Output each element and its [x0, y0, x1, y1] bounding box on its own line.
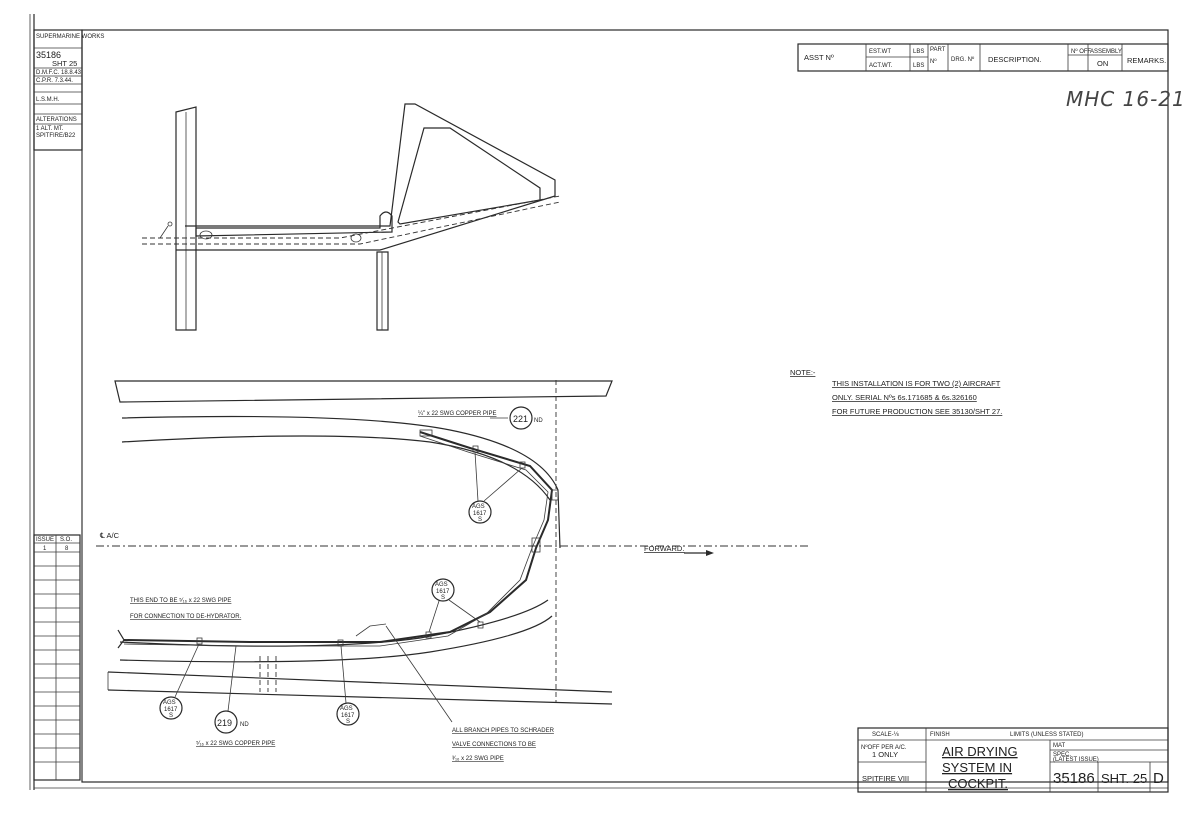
lower-side-view: ℄ A/C FORWARD. ¼" x 22 SWG COPPER PIPE 2…: [96, 380, 810, 762]
title-issue-letter: D: [1153, 770, 1164, 787]
header-drg-no: DRG. Nº: [951, 56, 975, 63]
ags-d-number: 1617: [341, 713, 355, 719]
title-line-2: SYSTEM IN: [942, 760, 1012, 775]
note-line-3: FOR FUTURE PRODUCTION SEE 35130/SHT 27.: [832, 407, 1002, 416]
forward-arrow-icon: [706, 550, 714, 556]
issue-table: ISSUE S.O. 1 8: [33, 534, 81, 781]
note-line-1: THIS INSTALLATION IS FOR TWO (2) AIRCRAF…: [832, 379, 1001, 388]
nd-top-label: ND: [534, 418, 543, 424]
margin-alterations: ALTERATIONS: [36, 117, 77, 123]
title-mat: MAT: [1053, 743, 1066, 749]
header-act-wt: ACT.WT.: [869, 63, 893, 69]
margin-line-b: C.P.R. 7.3.44.: [36, 78, 73, 84]
copper-pipe-bottom-label: ⁵⁄₁₆ x 22 SWG COPPER PIPE: [196, 740, 275, 747]
margin-sheet: SHT 25: [52, 59, 77, 68]
title-limits: LIMITS (UNLESS STATED): [1010, 732, 1083, 738]
ags-b-suffix: S: [441, 595, 445, 601]
title-scale: SCALE-⅛: [872, 732, 900, 738]
header-remarks: REMARKS.: [1127, 56, 1166, 65]
forward-label: FORWARD.: [644, 544, 684, 553]
title-sheet: SHT. 25: [1101, 771, 1147, 786]
ags-a-number: 1617: [473, 511, 487, 517]
title-spec-issue: (LATEST ISSUE): [1053, 757, 1099, 763]
note-line-2: ONLY. SERIAL Nºs 6s.171685 & 6s.326160: [832, 393, 977, 402]
margin-alt-note-a: 1 ALT. MT.: [36, 126, 64, 132]
ags-c-label: AGS: [163, 700, 176, 706]
header-part: PART: [930, 47, 946, 53]
note-block: NOTE:- THIS INSTALLATION IS FOR TWO (2) …: [790, 368, 1002, 416]
margin-alt-note-b: SPITFIRE/B22: [36, 133, 76, 139]
header-assembly: ASSEMBLY: [1090, 49, 1122, 55]
header-est-wt: EST.WT: [869, 49, 891, 55]
issue-column: S.O.: [60, 537, 72, 543]
header-asst-no: ASST Nº: [804, 53, 834, 62]
title-line-3: COCKPIT.: [948, 776, 1008, 791]
ags-d-suffix: S: [346, 719, 350, 725]
margin-maker: SUPERMARINE WORKS: [36, 34, 104, 40]
ags-c-number: 1617: [164, 707, 178, 713]
handwritten-reference: MHC 16-21: [1066, 87, 1186, 111]
issue-label: ISSUE: [36, 537, 54, 543]
title-drawing-no: 35186: [1053, 770, 1095, 787]
issue-number: 1: [43, 546, 47, 552]
upper-plan-view: [142, 103, 561, 331]
margin-initials: L.S.M.H.: [36, 97, 60, 103]
header-no-off: Nº OFF: [1071, 48, 1092, 55]
centre-line-label: ℄ A/C: [99, 531, 120, 540]
ags-c-suffix: S: [169, 713, 173, 719]
issue-value: 8: [65, 546, 69, 552]
item-221-balloon: 221: [513, 414, 528, 424]
this-end-line-1: THIS END TO BE ⁵⁄₁₆ x 22 SWG PIPE: [130, 597, 231, 604]
ags-a-label: AGS: [472, 504, 485, 510]
header-lbs-2: LBS: [913, 63, 924, 69]
title-line-1: AIR DRYING: [942, 744, 1018, 759]
ags-b-label: AGS: [435, 582, 448, 588]
copper-pipe-top-label: ¼" x 22 SWG COPPER PIPE: [418, 411, 497, 417]
title-block: SCALE-⅛ FINISH LIMITS (UNLESS STATED) Nº…: [857, 727, 1169, 793]
ags-d-label: AGS: [340, 706, 353, 712]
margin-drawing-no: 35186: [36, 50, 61, 60]
header-lbs: LBS: [913, 49, 924, 55]
header-description: DESCRIPTION.: [988, 55, 1041, 64]
branch-note-line-2: VALVE CONNECTIONS TO BE: [452, 742, 536, 748]
title-aircraft: SPITFIRE VIII: [862, 774, 909, 783]
item-219-balloon: 219: [217, 718, 232, 728]
ags-b-number: 1617: [436, 589, 450, 595]
title-no-off-per: NºOFF PER A/C.: [861, 744, 907, 751]
header-assembly-on: ON: [1097, 59, 1108, 68]
branch-note-line-3: ³⁄₁₆ x 22 SWG PIPE: [452, 756, 504, 762]
parts-header: ASST Nº EST.WT ACT.WT. LBS LBS PART Nº D…: [797, 43, 1169, 72]
ags-a-suffix: S: [478, 517, 482, 523]
title-one-only: 1 ONLY: [872, 750, 898, 759]
nd-bottom-label: ND: [240, 722, 249, 728]
margin-line-a: D.M.F.C. 18.8.43: [36, 70, 82, 76]
branch-note-line-1: ALL BRANCH PIPES TO SCHRADER: [452, 728, 555, 734]
title-finish: FINISH: [930, 732, 950, 738]
title-spec: SPEC.: [1053, 752, 1071, 758]
saddle-clips: [196, 445, 526, 647]
margin-block: SUPERMARINE WORKS 35186 SHT 25 D.M.F.C. …: [33, 29, 104, 780]
note-label: NOTE:-: [790, 368, 816, 377]
this-end-line-2: FOR CONNECTION TO DE-HYDRATOR.: [130, 614, 242, 620]
header-part-no: Nº: [930, 58, 937, 65]
sheet-border: [29, 14, 1169, 790]
